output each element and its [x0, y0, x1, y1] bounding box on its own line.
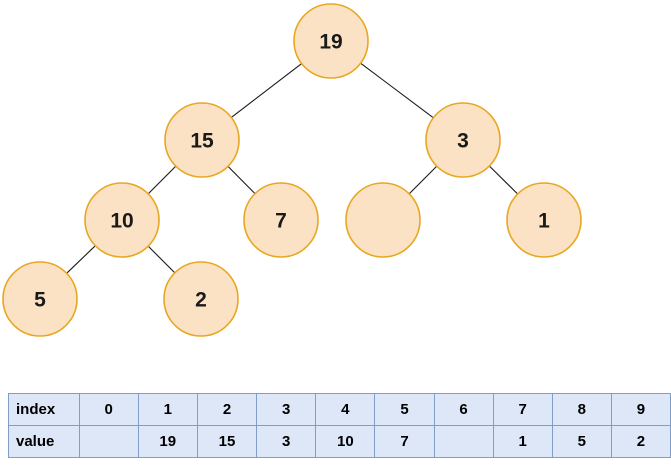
- tree-node-circle: [2, 261, 78, 337]
- row-header-index: index: [8, 393, 80, 426]
- table-cell: 2: [610, 425, 671, 458]
- tree-node[interactable]: 1: [506, 182, 582, 258]
- table-cell: 7: [492, 393, 553, 426]
- tree-node-circle: [293, 3, 369, 79]
- tree-node-label: 15: [190, 130, 214, 153]
- table-cell: 1: [137, 393, 198, 426]
- table-cell: 1: [492, 425, 553, 458]
- row-header-value: value: [8, 425, 80, 458]
- table-cell: 3: [256, 425, 317, 458]
- table-cell: 10: [315, 425, 376, 458]
- tree-edge: [231, 63, 302, 118]
- table-cell: 0: [78, 393, 139, 426]
- tree-node-label: 19: [319, 31, 342, 54]
- table-cell: 8: [551, 393, 612, 426]
- tree-edge: [408, 165, 438, 195]
- tree-node-circle: [506, 182, 582, 258]
- tree-node[interactable]: 3: [425, 102, 501, 178]
- tree-node-label: 10: [110, 210, 133, 233]
- tree-node-label: 5: [34, 289, 46, 312]
- tree-node[interactable]: 10: [84, 182, 160, 258]
- tree-node-label: 1: [538, 210, 550, 233]
- table-cell: [78, 425, 139, 458]
- table-cell: 19: [137, 425, 198, 458]
- table-cell: 7: [374, 425, 435, 458]
- tree-node[interactable]: 7: [243, 182, 319, 258]
- tree-node-circle: [345, 182, 421, 258]
- table-cell: 4: [315, 393, 376, 426]
- tree-edge: [360, 62, 434, 119]
- tree-node[interactable]: 2: [163, 261, 239, 337]
- tree-edges-group: [66, 62, 519, 274]
- tree-node-empty[interactable]: [345, 182, 421, 258]
- table-cell: 15: [196, 425, 258, 458]
- tree-node[interactable]: 15: [164, 102, 240, 178]
- tree-node-circle: [425, 102, 501, 178]
- table-cell: 2: [196, 393, 258, 426]
- tree-node-circle: [164, 102, 240, 178]
- table-cell: 3: [256, 393, 317, 426]
- tree-edge: [66, 245, 96, 274]
- tree-node-circle: [84, 182, 160, 258]
- tree-node-circle: [163, 261, 239, 337]
- tree-node-label: 2: [195, 289, 207, 312]
- tree-edge: [488, 165, 519, 195]
- table-cell: 9: [610, 393, 671, 426]
- tree-node-label: 3: [457, 130, 469, 153]
- table-cell: 5: [374, 393, 435, 426]
- tree-edge: [147, 245, 176, 274]
- tree-node-label: 7: [275, 210, 287, 233]
- tree-node-circle: [243, 182, 319, 258]
- tree-node[interactable]: 19: [293, 3, 369, 79]
- table-cell: 5: [551, 425, 612, 458]
- table-cell: 6: [433, 393, 494, 426]
- table-cell: [433, 425, 494, 458]
- tree-edge: [227, 165, 256, 195]
- tree-node[interactable]: 5: [2, 261, 78, 337]
- tree-edge: [147, 165, 177, 195]
